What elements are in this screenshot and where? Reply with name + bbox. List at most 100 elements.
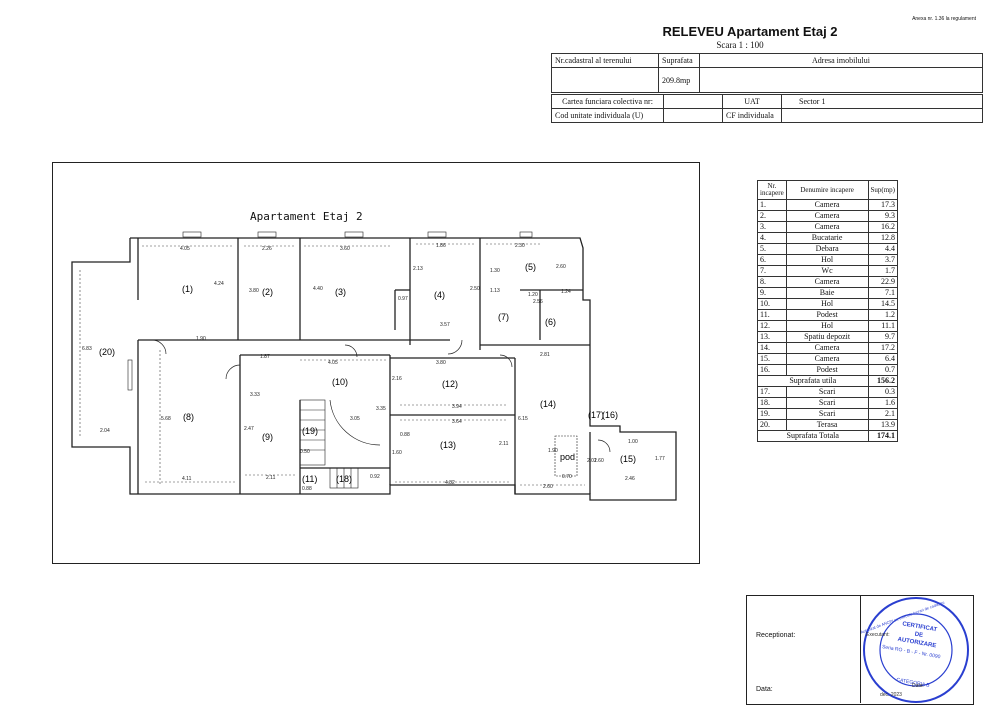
room-label-14: (14)	[540, 399, 556, 409]
stamp-line-2: DE	[914, 632, 923, 639]
dim-text: 0.88	[400, 432, 410, 438]
total-label: Suprafata Totala	[757, 430, 869, 442]
dim-text: 3.80	[436, 360, 446, 366]
dim-text: 1.87	[260, 354, 270, 360]
signature-divider	[860, 595, 861, 703]
dim-text: 1.90	[548, 448, 558, 454]
dim-text: 2.56	[533, 299, 543, 305]
dim-text: 2.60	[543, 484, 553, 490]
stamp-date: dec. 2023	[880, 692, 902, 698]
dim-text: 3.80	[249, 288, 259, 294]
dim-text: 0.50	[300, 449, 310, 455]
dim-text: 3.64	[452, 419, 462, 425]
dim-text: 3.57	[440, 322, 450, 328]
dim-text: 2.11	[499, 441, 509, 447]
room-labels: (1) (2) (3) (4) (5) (6) (7) (8) (9) (10)…	[99, 262, 636, 484]
dim-text: 2.26	[262, 246, 272, 252]
dim-text: 2.60	[556, 264, 566, 270]
room-label-8: (8)	[183, 412, 194, 422]
cadastral-value	[551, 67, 659, 93]
dim-text: 2.02	[587, 458, 597, 464]
stamp-data-label: Data:	[912, 683, 924, 689]
dim-text: 2.13	[413, 266, 423, 272]
plan-title: Apartament Etaj 2	[250, 210, 363, 223]
room-label-13: (13)	[440, 440, 456, 450]
dim-text: 3.05	[350, 416, 360, 422]
dim-text: 1.00	[628, 439, 638, 445]
room-label-5: (5)	[525, 262, 536, 272]
room-label-11: (11)	[302, 474, 317, 484]
dim-text: 0.70	[562, 474, 572, 480]
room-label-17: (17)	[588, 410, 604, 420]
room-label-1: (1)	[182, 284, 193, 294]
room-label-20: (20)	[99, 347, 115, 357]
dim-text: 1.90	[196, 336, 206, 342]
dim-text: 4.24	[214, 281, 224, 287]
stamp-category: CATEGORIA B	[896, 677, 931, 689]
date-label: Data:	[756, 686, 773, 693]
staircase	[299, 399, 578, 489]
dim-text: 2.04	[100, 428, 110, 434]
pod-label: pod	[560, 452, 575, 462]
room-label-6: (6)	[545, 317, 556, 327]
dim-text: 3.60	[340, 246, 350, 252]
room-label-10: (10)	[332, 377, 348, 387]
dim-text: 2.81	[540, 352, 550, 358]
dim-text: 2.46	[625, 476, 635, 482]
dim-text: 1.60	[392, 450, 402, 456]
header-table: Nr.cadastral al terenului Suprafata Adre…	[551, 53, 983, 93]
dim-text: 1.20	[528, 292, 538, 298]
dim-text: 1.77	[655, 456, 665, 462]
rooms-table: Nr. incapere Denumire incapere Sup(mp) 1…	[757, 180, 898, 442]
walls	[71, 237, 677, 501]
address-value	[699, 67, 983, 93]
dim-text: 2.47	[244, 426, 254, 432]
dim-text: 2.11	[266, 475, 276, 481]
dim-text: 1.24	[561, 289, 571, 295]
dim-text: 0.92	[370, 474, 380, 480]
dim-text: 1.13	[490, 288, 500, 294]
dimension-lines	[79, 243, 585, 486]
windows	[127, 231, 533, 391]
cf-individual-value	[781, 108, 983, 123]
stamp-executant: Executant:	[866, 632, 890, 638]
annex-note: Anexa nr. 1.36 la regulament	[912, 16, 976, 22]
document-title: RELEVEU Apartament Etaj 2	[662, 24, 838, 39]
dim-text: 4.05	[328, 360, 338, 366]
dimension-values: 4.05 2.26 3.60 1.86 2.30 4.24 3.80 4.40 …	[82, 243, 665, 492]
room-label-12: (12)	[442, 379, 458, 389]
room-label-2: (2)	[262, 287, 273, 297]
room-label-4: (4)	[434, 290, 445, 300]
dim-text: 2.50	[470, 286, 480, 292]
scale-label: Scara 1 : 100	[716, 40, 764, 50]
dim-text: 0.97	[398, 296, 408, 302]
dim-text: 1.60	[594, 458, 604, 464]
room-label-18: (18)	[336, 474, 352, 484]
dim-text: 4.05	[180, 246, 190, 252]
dim-text: 0.88	[302, 486, 312, 492]
dim-text: 4.40	[313, 286, 323, 292]
room-area: 13.9	[867, 419, 898, 431]
room-label-7: (7)	[498, 312, 509, 322]
floor-plan-frame	[52, 162, 700, 564]
dim-text: 1.86	[436, 243, 446, 249]
total-value: 174.1	[867, 430, 898, 442]
dim-text: 2.30	[515, 243, 525, 249]
room-label-16: (16)	[602, 410, 618, 420]
dim-text: 3.35	[376, 406, 386, 412]
dim-text: 6.83	[82, 346, 92, 352]
sector-label: Sector	[799, 97, 820, 106]
sector-value: 1	[821, 97, 826, 106]
